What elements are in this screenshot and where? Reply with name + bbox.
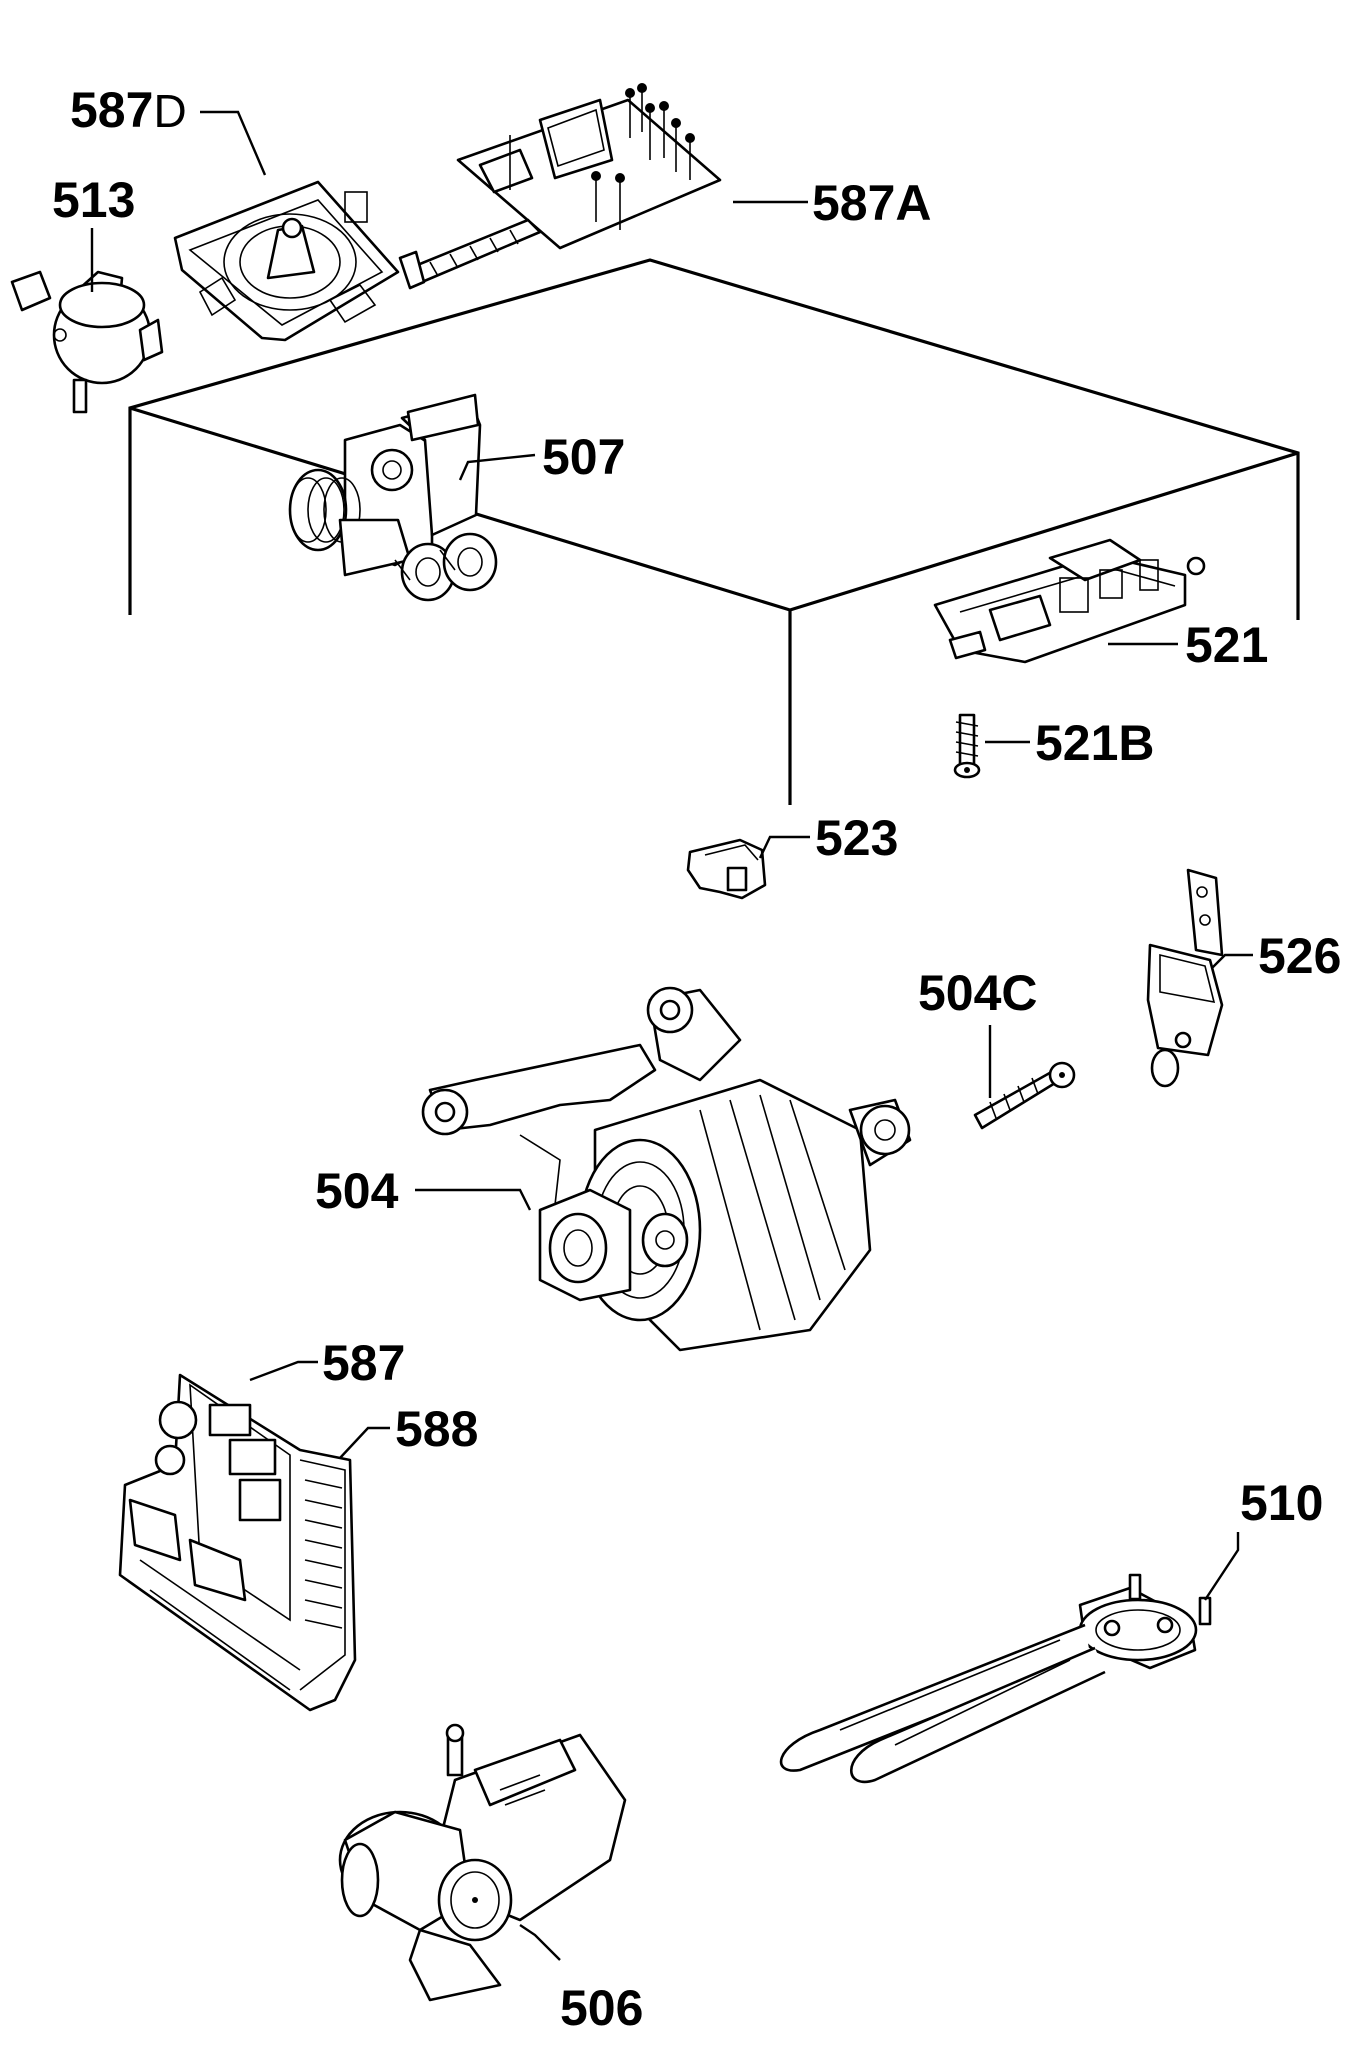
- label-587D-number: 587: [70, 82, 153, 138]
- label-521: 521: [1185, 617, 1268, 673]
- label-587A: 587A: [812, 175, 932, 231]
- part-526-sensor: [1146, 868, 1224, 1088]
- part-510-heater: [779, 1573, 1212, 1784]
- part-587-588-control-board: [118, 1373, 357, 1712]
- part-513-pressure-switch: [10, 270, 164, 414]
- label-507: 507: [542, 429, 625, 485]
- leader-lines: [90, 110, 1253, 1961]
- part-506-drain-pump: [338, 1723, 627, 2002]
- label-506: 506: [560, 1980, 643, 2036]
- label-510: 510: [1240, 1475, 1323, 1531]
- label-587D-suffix: D: [153, 85, 186, 137]
- part-507-inlet-valve: [288, 393, 498, 602]
- part-587D-selector-housing: [173, 180, 400, 342]
- label-513: 513: [52, 172, 135, 228]
- part-521B-screw: [953, 713, 981, 779]
- label-587: 587: [322, 1335, 405, 1391]
- label-504: 504: [315, 1163, 399, 1219]
- label-587D: 587D: [70, 82, 187, 138]
- part-504C-screw: [973, 1061, 1076, 1130]
- part-504-motor: [421, 986, 912, 1352]
- label-521B: 521B: [1035, 715, 1155, 771]
- part-523-clip: [686, 838, 767, 900]
- part-587A-interface-board: [398, 83, 722, 290]
- label-526: 526: [1258, 928, 1341, 984]
- label-523: 523: [815, 810, 898, 866]
- label-588: 588: [395, 1401, 478, 1457]
- part-521-door-lock: [933, 538, 1206, 664]
- label-504C: 504C: [918, 965, 1038, 1021]
- callout-labels: 587D 513 587A 507 521 521B 523 526 504C …: [52, 82, 1341, 2036]
